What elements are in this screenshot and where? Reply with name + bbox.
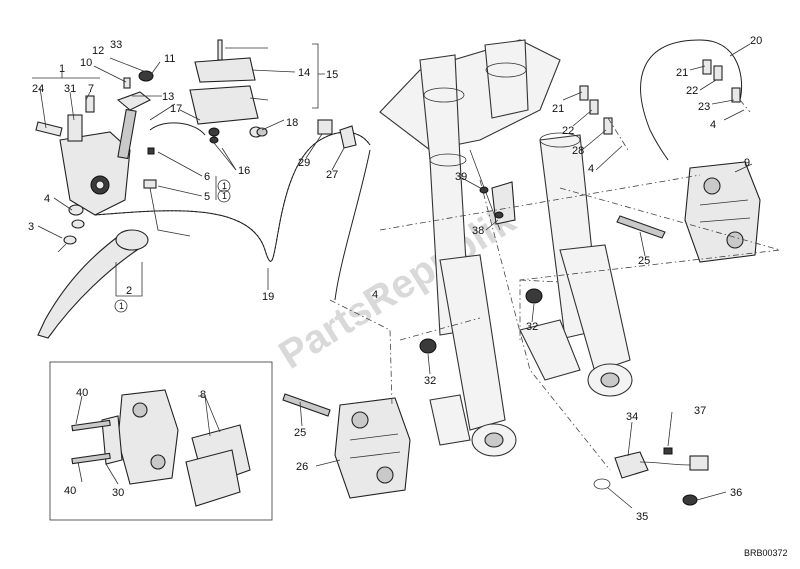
right-brake-caliper — [684, 161, 761, 263]
callout-1: 1 — [59, 63, 65, 75]
brake-pad-detail — [71, 389, 251, 507]
callout-28: 28 — [572, 145, 584, 157]
brake-light-switch — [143, 147, 191, 237]
callout-36: 36 — [730, 487, 742, 499]
callout-9: 9 — [744, 157, 750, 169]
callout-32-right: 32 — [526, 321, 538, 333]
callout-20: 20 — [750, 35, 762, 47]
callout-27: 27 — [326, 169, 338, 181]
nut-18 — [256, 127, 268, 137]
speed-sensor — [593, 447, 709, 506]
callout-39: 39 — [455, 171, 467, 183]
callout-40-bottom: 40 — [64, 485, 76, 497]
callout-18: 18 — [286, 117, 298, 129]
ref-marker-1c: 1 — [119, 301, 124, 311]
brake-master-cylinder — [35, 108, 137, 216]
spacer-32-left — [419, 338, 437, 354]
front-fork-assembly — [379, 39, 633, 457]
small-fixings — [57, 70, 154, 253]
brake-lever — [37, 229, 149, 339]
callout-34: 34 — [626, 411, 638, 423]
callout-22-right: 22 — [686, 85, 698, 97]
callout-21-right: 21 — [676, 67, 688, 79]
hose-clip-bracket — [339, 125, 357, 149]
callout-16: 16 — [238, 165, 250, 177]
callout-5: 5 — [204, 191, 210, 203]
front-brake-hose-pipes — [579, 39, 743, 161]
callout-25-right: 25 — [638, 255, 650, 267]
callout-12: 12 — [92, 45, 104, 57]
callout-30: 30 — [112, 487, 124, 499]
callout-labels: 1 24 31 7 10 12 33 11 13 17 14 15 18 16 … — [28, 35, 762, 523]
spacer-32-right — [525, 288, 543, 304]
callout-21-mid: 21 — [552, 103, 564, 115]
callout-4-topright: 4 — [710, 119, 716, 131]
callout-26: 26 — [296, 461, 308, 473]
left-brake-caliper — [334, 397, 411, 499]
drawing-code: BRB00372 — [744, 548, 788, 558]
assembly-ref-markers — [114, 179, 231, 313]
callout-24: 24 — [32, 83, 44, 95]
callout-14: 14 — [298, 67, 310, 79]
callout-6: 6 — [204, 171, 210, 183]
brake-pad-detail-frame — [49, 361, 273, 521]
callout-38: 38 — [472, 225, 484, 237]
callout-3: 3 — [28, 221, 34, 233]
caliper-bolt-25-left — [282, 393, 331, 417]
callout-10: 10 — [80, 57, 92, 69]
callout-33: 33 — [110, 39, 122, 51]
callout-15: 15 — [326, 69, 338, 81]
braided-brake-hose — [94, 131, 371, 301]
callout-25-left: 25 — [294, 427, 306, 439]
callout-17: 17 — [170, 103, 182, 115]
callout-4-center: 4 — [372, 289, 378, 301]
caliper-bolt-25-right — [616, 215, 666, 239]
callout-31: 31 — [64, 83, 76, 95]
leader-lines — [32, 43, 753, 509]
fluid-reservoir — [149, 39, 263, 144]
callout-23: 23 — [698, 101, 710, 113]
callout-4-mid: 4 — [588, 163, 594, 175]
callout-19: 19 — [262, 291, 274, 303]
callout-8: 8 — [200, 389, 206, 401]
callout-2: 2 — [126, 285, 132, 297]
callout-37: 37 — [694, 405, 706, 417]
callout-4-left: 4 — [44, 193, 50, 205]
callout-7: 7 — [88, 83, 94, 95]
callout-11: 11 — [164, 53, 175, 65]
callout-32-left: 32 — [424, 375, 436, 387]
callout-35: 35 — [636, 511, 648, 523]
callout-13: 13 — [162, 91, 174, 103]
callout-22-mid: 22 — [562, 125, 574, 137]
sensor-bracket — [469, 149, 516, 231]
callout-40-top: 40 — [76, 387, 88, 399]
callout-29: 29 — [298, 157, 310, 169]
ref-marker-1b: 1 — [222, 191, 227, 201]
hose-clip — [317, 119, 333, 135]
ref-marker-1a: 1 — [222, 181, 227, 191]
dashed-alignment-lines — [329, 99, 781, 471]
